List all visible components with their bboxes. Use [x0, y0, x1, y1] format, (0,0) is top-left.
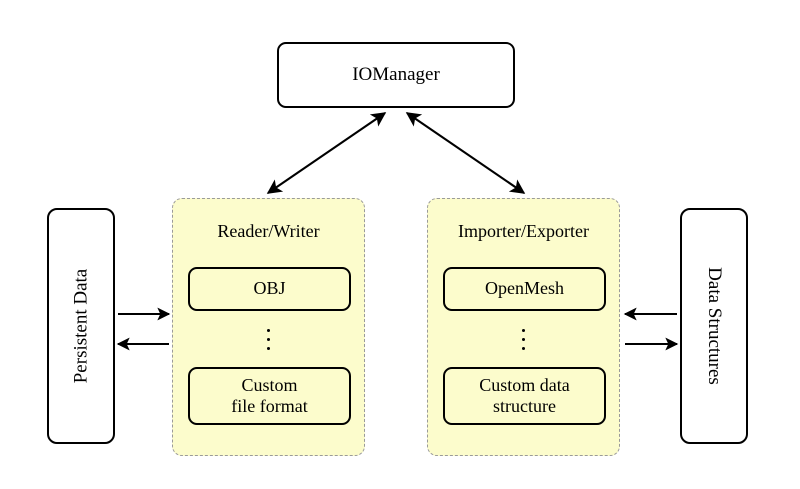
group-importer-exporter[interactable]: Importer/Exporter OpenMesh Custom data s… — [427, 198, 620, 456]
node-io-manager-label: IOManager — [352, 64, 440, 85]
node-data-structures-label: Data Structures — [704, 267, 725, 385]
node-persistent-data[interactable]: Persistent Data — [47, 208, 115, 444]
group-reader-writer-title: Reader/Writer — [217, 221, 320, 241]
node-custom-file-format-label-line2: file format — [231, 396, 308, 416]
ellipsis-icon-importer-exporter — [428, 317, 619, 361]
node-obj-label: OBJ — [253, 278, 286, 299]
node-persistent-data-text: Persistent Data — [49, 210, 113, 442]
connector-manager-readerwriter — [266, 112, 387, 194]
node-data-structures-text: Data Structures — [682, 210, 746, 442]
node-custom-data-structure-label-line1: Custom data — [479, 374, 570, 395]
node-obj[interactable]: OBJ — [188, 267, 351, 311]
ellipsis-icon-reader-writer — [173, 317, 364, 361]
node-openmesh[interactable]: OpenMesh — [443, 267, 606, 311]
node-openmesh-label: OpenMesh — [485, 278, 564, 299]
node-custom-data-structure[interactable]: Custom data structure — [443, 367, 606, 425]
node-persistent-data-label: Persistent Data — [70, 268, 92, 384]
group-importer-exporter-title: Importer/Exporter — [458, 221, 589, 241]
node-data-structures[interactable]: Data Structures — [680, 208, 748, 444]
node-io-manager[interactable]: IOManager — [277, 42, 515, 108]
node-custom-data-structure-label-line2: structure — [493, 396, 556, 416]
node-custom-file-format[interactable]: Custom file format — [188, 367, 351, 425]
node-custom-file-format-label-line1: Custom — [241, 374, 298, 395]
connector-manager-importerexporter — [405, 112, 526, 194]
group-reader-writer[interactable]: Reader/Writer OBJ Custom file format — [172, 198, 365, 456]
